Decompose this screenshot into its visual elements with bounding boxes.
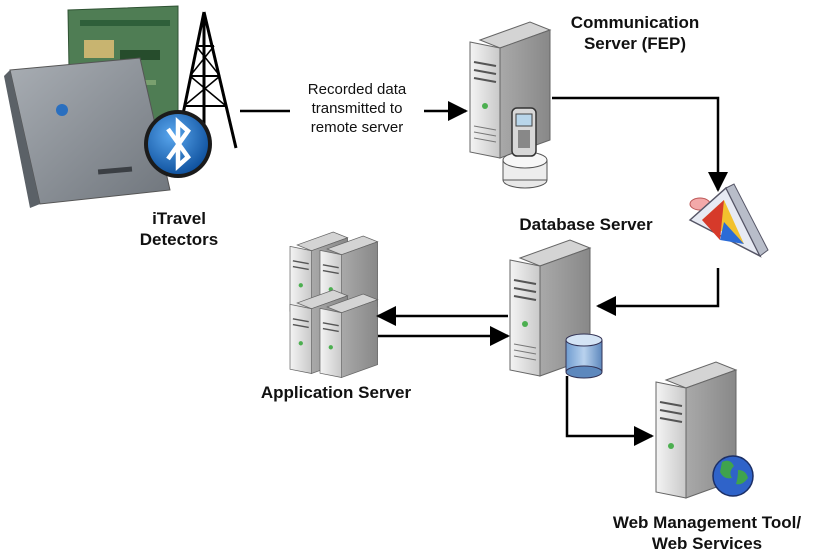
transmit-note-line2: transmitted to bbox=[311, 100, 403, 117]
database-cylinder-icon bbox=[565, 333, 603, 379]
transmit-note: Recorded data transmitted to remote serv… bbox=[290, 80, 424, 137]
transmit-note-line1: Recorded data bbox=[307, 81, 407, 98]
web-management-line1: Web Management Tool/ bbox=[612, 513, 802, 532]
communication-server-label: Communication Server (FEP) bbox=[560, 12, 710, 54]
web-management-line2: Web Services bbox=[651, 534, 763, 553]
itravel-detectors-label: iTravel Detectors bbox=[134, 208, 224, 250]
arrow-database-to-web bbox=[565, 376, 654, 446]
communication-server-line2: Server (FEP) bbox=[583, 34, 687, 53]
database-server-label: Database Server bbox=[519, 215, 653, 234]
globe-icon bbox=[712, 455, 754, 497]
itravel-detectors-line2: Detectors bbox=[139, 230, 219, 249]
communication-server-line1: Communication bbox=[570, 13, 700, 32]
web-management-label: Web Management Tool/ Web Services bbox=[594, 512, 820, 554]
application-server-icon bbox=[289, 231, 379, 379]
communication-server-icon bbox=[469, 21, 552, 159]
itravel-detectors-line1: iTravel bbox=[152, 209, 206, 228]
transmit-note-line3: remote server bbox=[310, 119, 404, 136]
firewall-icon bbox=[688, 183, 769, 258]
bluetooth-icon bbox=[144, 110, 212, 178]
itravel-detector-device bbox=[4, 5, 179, 208]
arrow-firewall-to-database bbox=[596, 268, 720, 316]
arrow-comm-to-firewall bbox=[552, 96, 728, 192]
application-server-label: Application Server bbox=[260, 383, 412, 402]
phone-icon bbox=[502, 107, 548, 189]
